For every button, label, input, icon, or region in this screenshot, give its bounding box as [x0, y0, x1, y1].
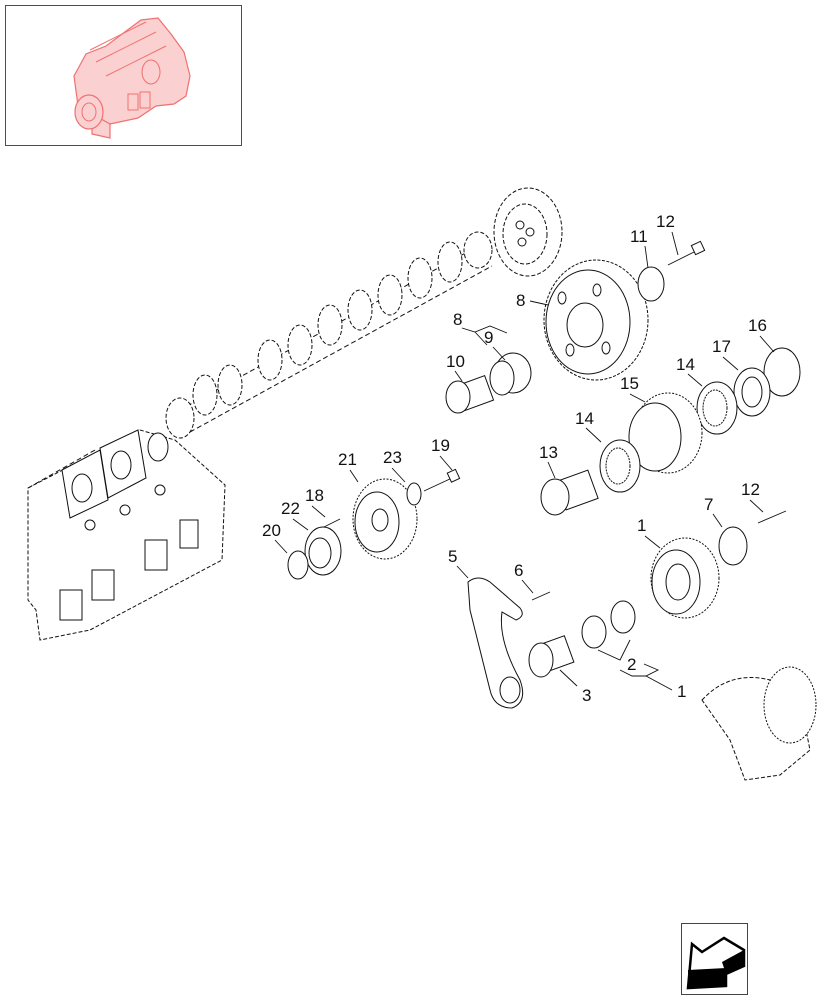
part-9-bushing [489, 352, 532, 396]
part-14-bearing-lower [599, 439, 641, 493]
callout-17[interactable]: 17 [712, 337, 731, 356]
part-16-plate [763, 347, 801, 397]
callout-2[interactable]: 2 [627, 655, 636, 674]
part-19-bolt [423, 468, 461, 492]
callout-18[interactable]: 18 [305, 486, 324, 505]
part-2-bushings [581, 600, 636, 649]
back-navigation-button[interactable] [681, 923, 748, 995]
part-23-washer [406, 482, 422, 506]
part-18-bolt [323, 518, 341, 528]
callout-1[interactable]: 1 [677, 682, 686, 701]
callout-13[interactable]: 13 [539, 443, 558, 462]
part-17-ring [733, 367, 771, 417]
callout-8[interactable]: 8 [453, 310, 462, 329]
callout-22[interactable]: 22 [281, 499, 300, 518]
callout-23[interactable]: 23 [383, 448, 402, 467]
part-15-gear [628, 392, 703, 474]
part-14-bearing-upper [696, 381, 738, 435]
callout-9[interactable]: 9 [484, 328, 493, 347]
part-12-bolt-lower [757, 510, 787, 524]
part-3-pin [528, 635, 575, 678]
callout-10[interactable]: 10 [446, 352, 465, 371]
callout-21[interactable]: 21 [338, 450, 357, 469]
callout-3[interactable]: 3 [582, 686, 591, 705]
callout-16[interactable]: 16 [748, 316, 767, 335]
callout-6[interactable]: 6 [514, 561, 523, 580]
part-20-o-ring [287, 550, 309, 580]
part-6-bolt [531, 591, 551, 601]
part-13-pin [540, 469, 599, 516]
leader-lines [274, 231, 775, 691]
part-7-plate [718, 526, 748, 566]
callout-14[interactable]: 14 [676, 355, 695, 374]
part-11-washer [637, 266, 665, 302]
camshaft-gear [493, 187, 563, 277]
callout-12[interactable]: 12 [656, 212, 675, 231]
callout-5[interactable]: 5 [448, 547, 457, 566]
callout-19[interactable]: 19 [431, 436, 450, 455]
callout-7[interactable]: 7 [704, 495, 713, 514]
part-1-gear [650, 537, 720, 619]
part-21-gear [352, 478, 418, 560]
callout-12[interactable]: 12 [741, 480, 760, 499]
part-22-flange [304, 526, 342, 576]
callout-15[interactable]: 15 [620, 374, 639, 393]
part-12-bolt-upper [667, 240, 706, 266]
crankshaft [701, 666, 817, 781]
callout-11[interactable]: 11 [630, 227, 648, 246]
engine-thumbnail[interactable] [5, 5, 242, 146]
arrow-down-left-icon [686, 936, 746, 990]
part-8-idler-gear [543, 259, 649, 381]
part-10-pin [445, 375, 495, 414]
engine-icon [73, 17, 191, 139]
callout-labels: 12 11 8 8 9 10 16 17 14 15 14 13 19 21 2… [262, 212, 767, 705]
camshaft [165, 231, 493, 439]
callout-1[interactable]: 1 [637, 516, 646, 535]
cylinder-head [27, 429, 226, 641]
callout-14[interactable]: 14 [575, 409, 594, 428]
part-5-bracket [467, 577, 524, 709]
callout-20[interactable]: 20 [262, 521, 281, 540]
callout-8[interactable]: 8 [516, 291, 525, 310]
